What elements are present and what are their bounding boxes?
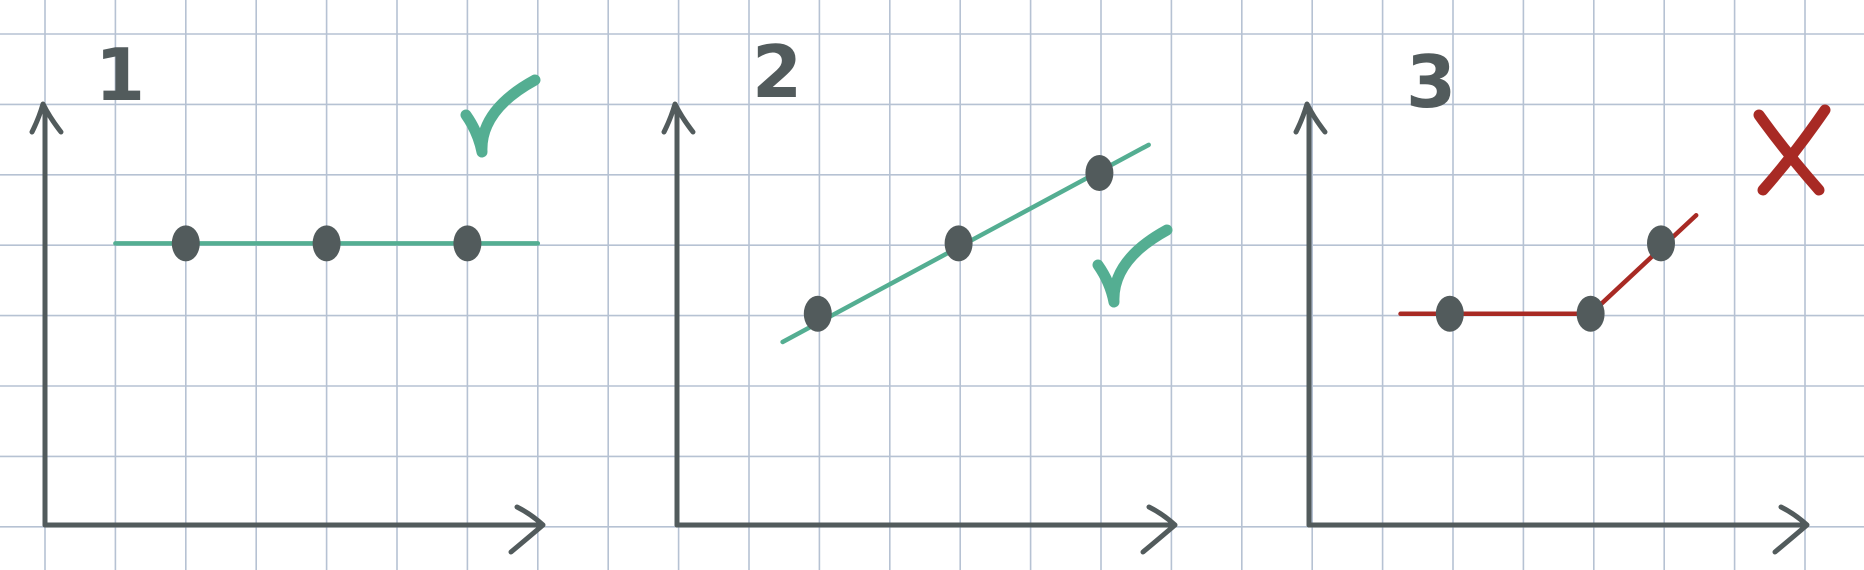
panel-number: 1 <box>95 33 145 117</box>
data-point <box>1576 295 1605 332</box>
data-point <box>171 225 200 262</box>
y-axis-arrowhead <box>1293 101 1328 135</box>
axes <box>661 101 1178 555</box>
panel-number: 2 <box>752 30 802 114</box>
data-points <box>171 225 482 262</box>
axes <box>29 101 546 555</box>
x-axis-arrowhead <box>1140 504 1178 555</box>
check-mark-stroke <box>1092 224 1173 308</box>
data-point <box>312 225 341 262</box>
x-axis-arrowhead <box>508 504 546 555</box>
data-point <box>803 295 832 332</box>
data-points <box>1435 225 1675 332</box>
data-point <box>1085 155 1114 191</box>
data-point <box>944 225 973 262</box>
data-points <box>803 155 1114 332</box>
panel-2: 2 <box>661 30 1178 555</box>
panel-1: 1 <box>29 33 546 555</box>
data-point <box>453 225 482 262</box>
panel-3: 3 <box>1293 40 1831 555</box>
axes <box>1293 101 1810 555</box>
check-mark-icon <box>1092 224 1173 308</box>
check-mark-stroke <box>460 74 541 158</box>
y-axis-arrowhead <box>29 101 64 135</box>
cross-mark-stroke <box>1753 109 1825 196</box>
cross-mark-stroke <box>1757 104 1831 196</box>
y-axis-arrowhead <box>661 101 696 135</box>
data-point <box>1435 295 1464 332</box>
panel-number: 3 <box>1406 40 1456 124</box>
check-mark-icon <box>460 74 541 158</box>
cross-mark-icon <box>1753 104 1831 196</box>
data-point <box>1647 225 1675 262</box>
x-axis-arrowhead <box>1772 504 1810 555</box>
